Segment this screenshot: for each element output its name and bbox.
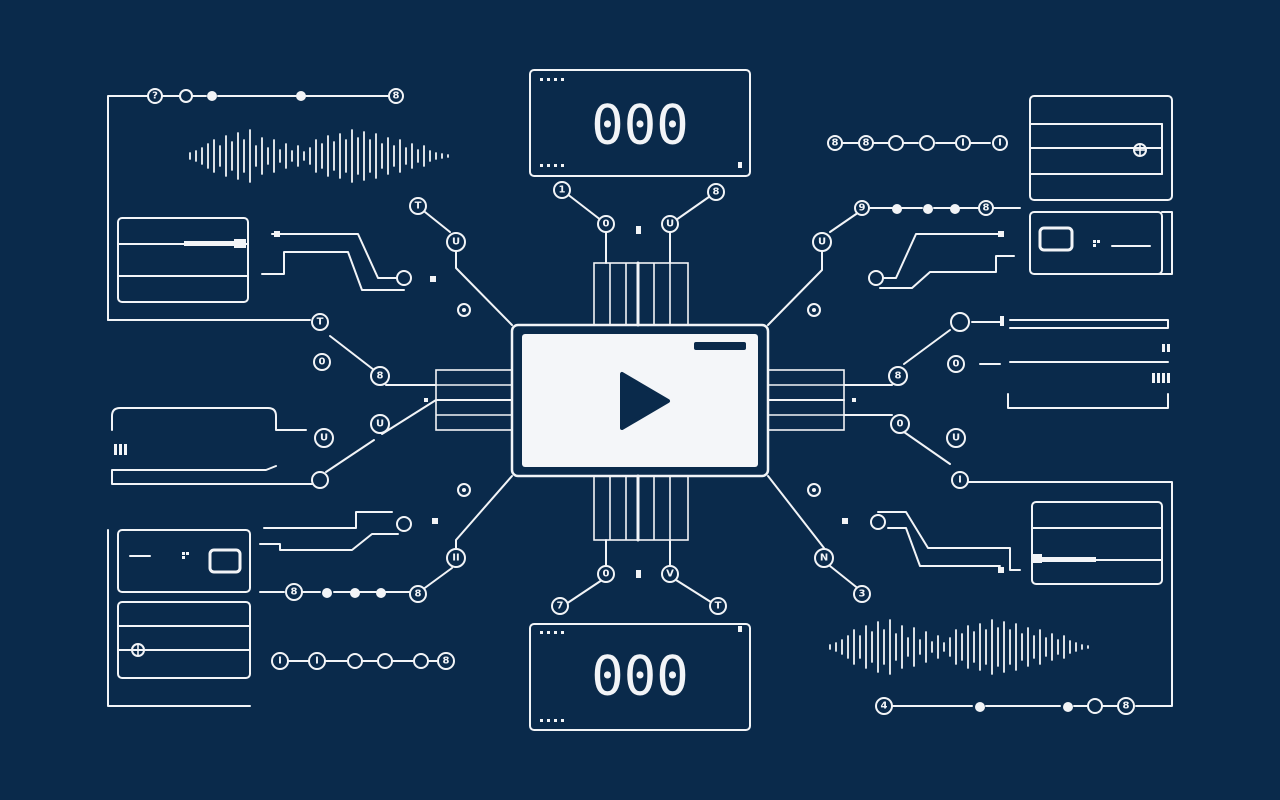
svg-text:T: T	[415, 201, 422, 212]
list-panel-top-right	[1029, 95, 1173, 201]
svg-text:N: N	[820, 553, 828, 564]
svg-text:9: 9	[859, 203, 866, 214]
svg-text:U: U	[320, 433, 328, 444]
top-left-cluster	[107, 95, 449, 321]
play-icon[interactable]	[620, 372, 670, 430]
svg-text:V: V	[666, 569, 674, 580]
svg-text:8: 8	[377, 371, 384, 382]
toggle-icon-bottom[interactable]	[208, 548, 242, 574]
slider-panel-right	[1031, 501, 1163, 585]
svg-text:0: 0	[897, 419, 904, 430]
svg-text:8: 8	[832, 138, 839, 149]
top-right-cluster	[841, 95, 1173, 289]
right-pin-bundle	[767, 369, 845, 431]
svg-text:?: ?	[152, 91, 158, 102]
list-panel-bottom-left	[117, 601, 251, 679]
waveform-icon	[189, 129, 449, 183]
svg-text:U: U	[818, 237, 826, 248]
svg-text:T: T	[715, 601, 722, 612]
svg-text:T: T	[317, 317, 324, 328]
svg-text:II: II	[452, 553, 459, 564]
svg-text:8: 8	[415, 589, 422, 600]
screen-progress-bar	[694, 342, 746, 350]
counter-top-value: 000	[591, 94, 689, 157]
connector-nodes: ? 8 8 8 I I 9 8 1 0 U 8 0 V 7 T T U U	[147, 88, 1135, 715]
svg-text:0: 0	[953, 359, 960, 370]
counter-bottom-value: 000	[591, 645, 689, 708]
svg-text:8: 8	[291, 587, 298, 598]
svg-text:4: 4	[881, 701, 888, 712]
svg-text:I: I	[315, 656, 319, 667]
svg-text:8: 8	[443, 656, 450, 667]
svg-text:I: I	[961, 138, 965, 149]
central-chip	[435, 261, 845, 542]
svg-text:1: 1	[559, 185, 566, 196]
svg-text:8: 8	[983, 203, 990, 214]
counter-panel-bottom: 000	[529, 623, 751, 731]
left-pin-bundle	[435, 369, 513, 431]
svg-text:8: 8	[713, 187, 720, 198]
svg-text:7: 7	[557, 601, 564, 612]
traces-diagonal	[325, 207, 951, 591]
svg-text:U: U	[666, 219, 674, 230]
svg-text:U: U	[952, 433, 960, 444]
svg-text:8: 8	[393, 91, 400, 102]
waveform-icon-bottom	[829, 619, 1089, 675]
counter-panel-top: 000	[529, 69, 751, 177]
svg-text:8: 8	[1123, 701, 1130, 712]
mini-grid-icon-left	[114, 444, 127, 455]
top-pin-bundle	[593, 261, 689, 327]
toggle-panel-bottom-left	[117, 529, 251, 593]
svg-text:I: I	[958, 475, 962, 486]
svg-text:3: 3	[859, 589, 866, 600]
svg-text:I: I	[278, 656, 282, 667]
svg-text:0: 0	[319, 357, 326, 368]
svg-text:I: I	[998, 138, 1002, 149]
bottom-left-cluster	[107, 511, 441, 707]
svg-text:0: 0	[603, 569, 610, 580]
middle-left-cluster	[111, 398, 428, 485]
svg-text:8: 8	[895, 371, 902, 382]
chip-body	[510, 323, 770, 478]
toggle-panel-top-right	[1029, 211, 1163, 275]
bottom-right-cluster	[829, 481, 1173, 707]
svg-text:0: 0	[603, 219, 610, 230]
bottom-pin-bundle	[593, 474, 689, 542]
middle-right-cluster	[852, 316, 1170, 409]
slider-panel-left	[117, 217, 249, 303]
mini-grid-icon-right	[1152, 344, 1170, 383]
svg-text:U: U	[452, 237, 460, 248]
toggle-icon[interactable]	[1038, 226, 1074, 252]
svg-text:8: 8	[863, 138, 870, 149]
svg-text:U: U	[376, 419, 384, 430]
